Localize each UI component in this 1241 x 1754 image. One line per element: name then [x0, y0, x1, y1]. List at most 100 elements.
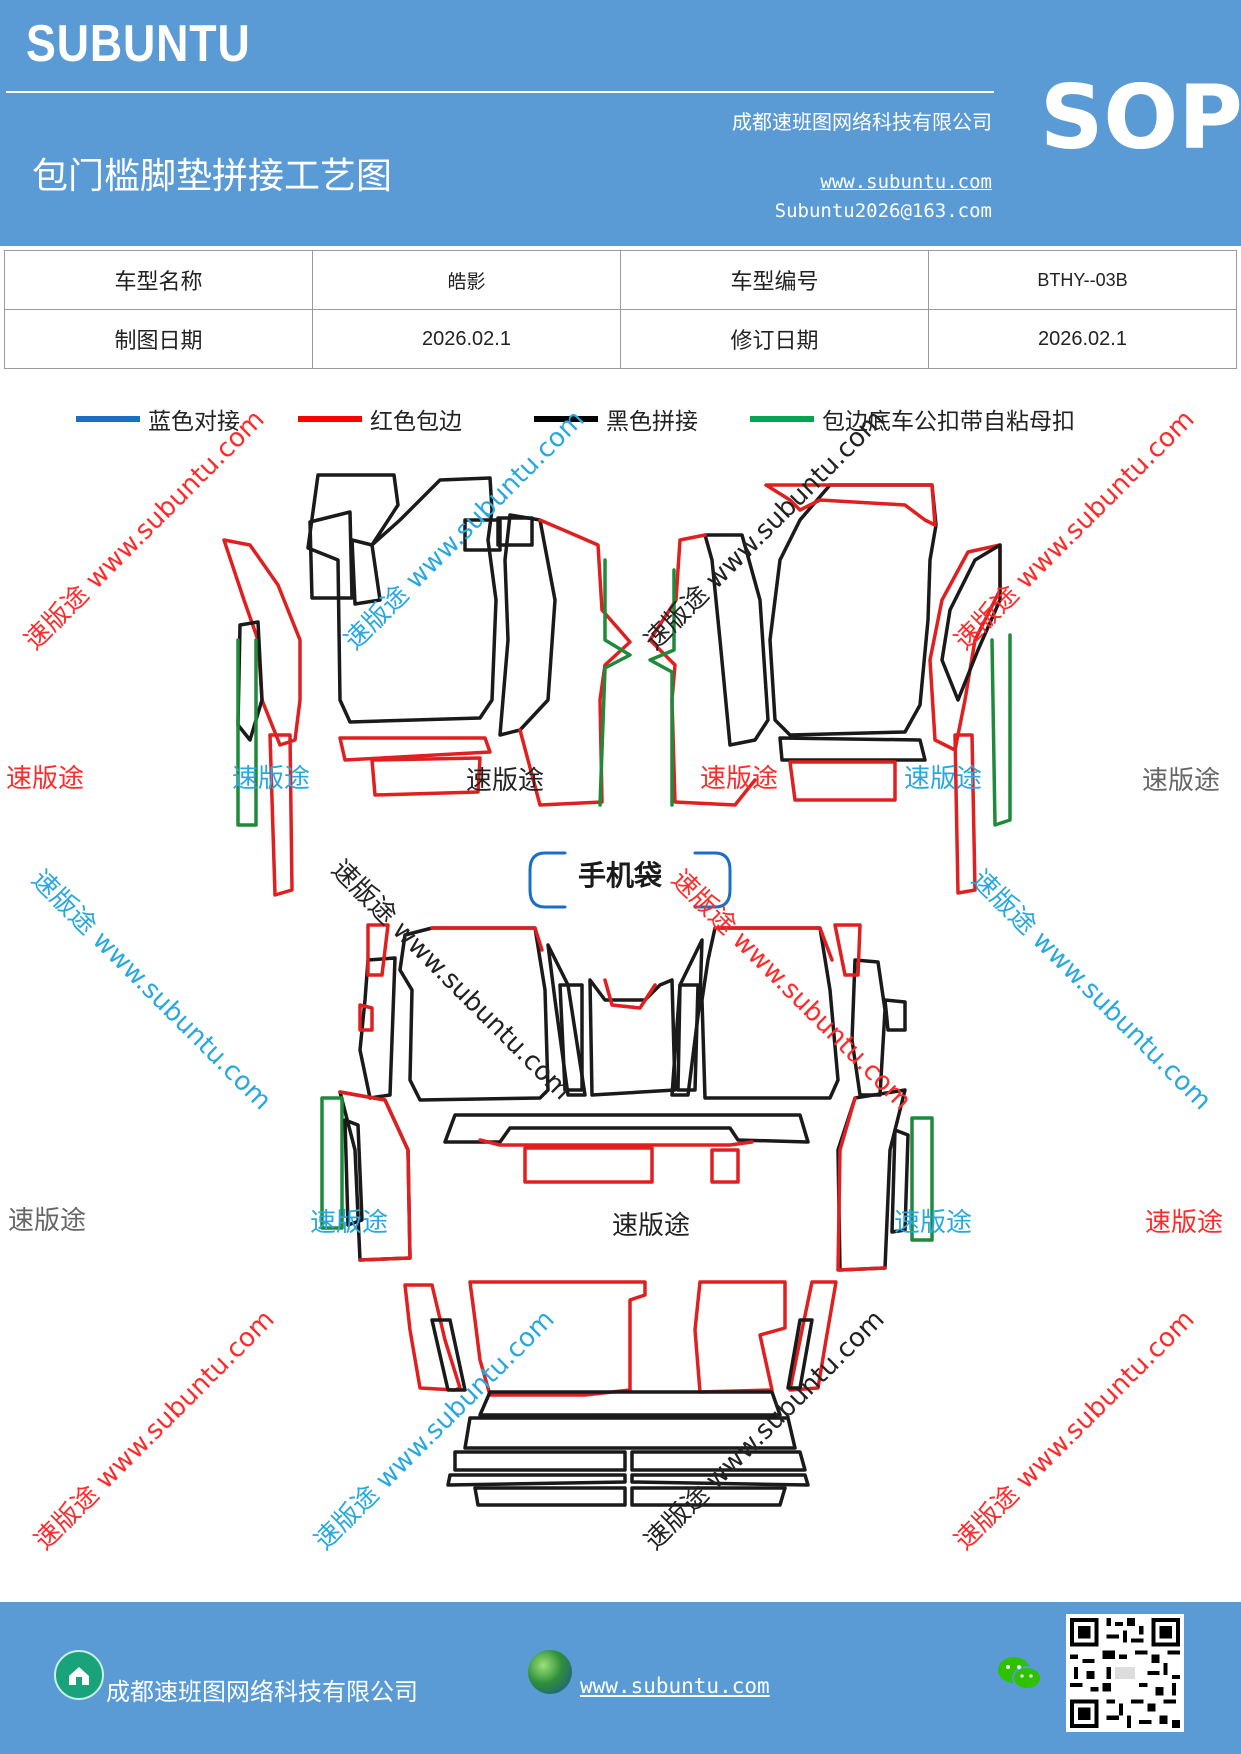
vehicle-info-table: 车型名称 皓影 车型编号 BTHY--03B 制图日期 2026.02.1 修订… [4, 250, 1237, 369]
watermark-short: 速版途 [904, 764, 983, 794]
wechat-icon[interactable] [996, 1654, 1044, 1694]
rear-sill-right-red [836, 1096, 887, 1272]
cargo-tray-4a [446, 1473, 627, 1487]
cargo-side-left-black [430, 1318, 467, 1392]
table-row: 车型名称 皓影 车型编号 BTHY--03B [4, 250, 1237, 310]
rear-block-b [710, 1148, 740, 1184]
driver-mat [306, 473, 498, 724]
lower-strip-right-b [788, 760, 897, 802]
cargo-tray-2 [463, 1416, 797, 1450]
color-legend: 蓝色对接 红色包边 黑色拼接 包边底车公扣带自粘母扣 [0, 402, 1241, 442]
model-code-label: 车型编号 [620, 250, 929, 310]
sill-strip-left-b [236, 638, 258, 827]
rear-sill-right-black [890, 1128, 910, 1234]
drawing-date-label: 制图日期 [4, 309, 313, 369]
model-name-label: 车型名称 [4, 250, 313, 310]
company-name: 成都速班图网络科技有限公司 [732, 110, 992, 134]
legend-label: 黑色拼接 [606, 409, 698, 435]
rear-mat-left [398, 926, 550, 1102]
sill-piece-right [928, 543, 1002, 752]
cargo-tray-5a [473, 1486, 627, 1507]
rear-threshold [443, 1113, 810, 1144]
rocker-strip-right [703, 533, 770, 747]
rear-strip-r1 [670, 938, 704, 1097]
legend-swatch [298, 416, 362, 422]
revision-date-label: 修订日期 [620, 309, 929, 369]
legend-swatch [76, 416, 140, 422]
website-link[interactable]: www.subuntu.com [820, 171, 992, 193]
rear-mat-right [700, 926, 840, 1100]
rear-center-tunnel [588, 978, 677, 1097]
phone-pocket-label: 手机袋 [578, 859, 663, 892]
home-icon [54, 1650, 104, 1700]
phone-pocket-left-tab [528, 851, 567, 909]
header: SUBUNTU 成都速班图网络科技有限公司 包门槛脚垫拼接工艺图 www.sub… [0, 0, 1241, 246]
rear-block-a [523, 1146, 654, 1184]
brand-logo: SUBUNTU [26, 15, 251, 73]
rear-strip-l2 [558, 983, 584, 1092]
driver-mat-pad [350, 538, 382, 606]
heel-pad-2 [496, 516, 534, 547]
legend-item: 蓝色对接 [76, 402, 240, 436]
rocker-strip-red [518, 518, 632, 807]
rear-center-red [603, 978, 657, 1010]
phone-pocket-right-tab [693, 851, 732, 909]
footer-website-link[interactable]: www.subuntu.com [580, 1674, 770, 1698]
watermark-short: 速版途 [1142, 766, 1221, 796]
legend-item: 红色包边 [298, 402, 462, 436]
sill-strip-right-green [990, 633, 1012, 827]
revision-date-value: 2026.02.1 [928, 309, 1237, 369]
rocker-green [598, 558, 632, 807]
phone-pocket-group [528, 851, 732, 909]
watermark-short: 速版途 [310, 1208, 389, 1238]
cargo-tray-3b [630, 1450, 807, 1472]
rear-mat-left-red [430, 926, 544, 952]
footer: 成都速班图网络科技有限公司 www.subuntu.com [0, 1602, 1241, 1754]
rear-sill-left-red [338, 1090, 412, 1262]
legend-label: 包边底车公扣带自粘母扣 [822, 409, 1075, 435]
rear-side-right-clip [883, 998, 907, 1032]
rear-mat-group [320, 923, 934, 1272]
qr-code [1066, 1614, 1184, 1732]
legend-item: 包边底车公扣带自粘母扣 [750, 402, 1075, 436]
cargo-tray-4b [630, 1473, 810, 1487]
rear-side-left [358, 956, 397, 1100]
table-row: 制图日期 2026.02.1 修订日期 2026.02.1 [4, 309, 1237, 369]
rear-side-right-red [833, 923, 862, 977]
cargo-side-right [788, 1280, 838, 1392]
front-left-mat-group [222, 473, 632, 897]
cargo-side-right-black [786, 1318, 814, 1390]
header-divider [6, 91, 994, 93]
watermark-short: 速版途 [894, 1208, 973, 1238]
watermark-short: 速版途 [700, 764, 779, 794]
rear-strip-r2 [676, 983, 700, 1092]
rear-mat-right-red [713, 926, 834, 962]
model-name-value: 皓影 [312, 250, 621, 310]
sop-badge: SOP [1040, 66, 1241, 169]
footer-company-name: 成都速班图网络科技有限公司 [106, 1678, 418, 1706]
model-code-value: BTHY--03B [928, 250, 1237, 310]
sill-strip-right-red [953, 733, 977, 895]
email-address: Subuntu2026@163.com [774, 200, 992, 222]
legend-item: 黑色拼接 [534, 402, 698, 436]
lower-strip-b [370, 756, 482, 797]
cargo-mat-group [403, 1280, 838, 1507]
heel-pad-1 [463, 518, 502, 552]
rear-sill-left-black [343, 1118, 364, 1227]
document-title: 包门槛脚垫拼接工艺图 [32, 156, 393, 197]
watermark-short: 速版途 [232, 764, 311, 794]
rear-side-left-red [366, 923, 390, 977]
lower-strip-a [338, 736, 492, 762]
sill-piece-left [222, 538, 302, 747]
watermark-short: 速版途 [6, 764, 85, 794]
rear-sill-right-green [910, 1116, 934, 1242]
cargo-tray-1 [478, 1390, 782, 1417]
rear-threshold-red [478, 1138, 754, 1147]
sill-piece-right-black [940, 543, 1002, 702]
driver-mat-inner [308, 510, 354, 600]
globe-icon [528, 1650, 572, 1694]
watermark-short: 速版途 [612, 1211, 691, 1241]
watermark-short: 速版途 [466, 766, 545, 796]
rocker-green-right [648, 568, 676, 807]
legend-label: 红色包边 [370, 409, 462, 435]
